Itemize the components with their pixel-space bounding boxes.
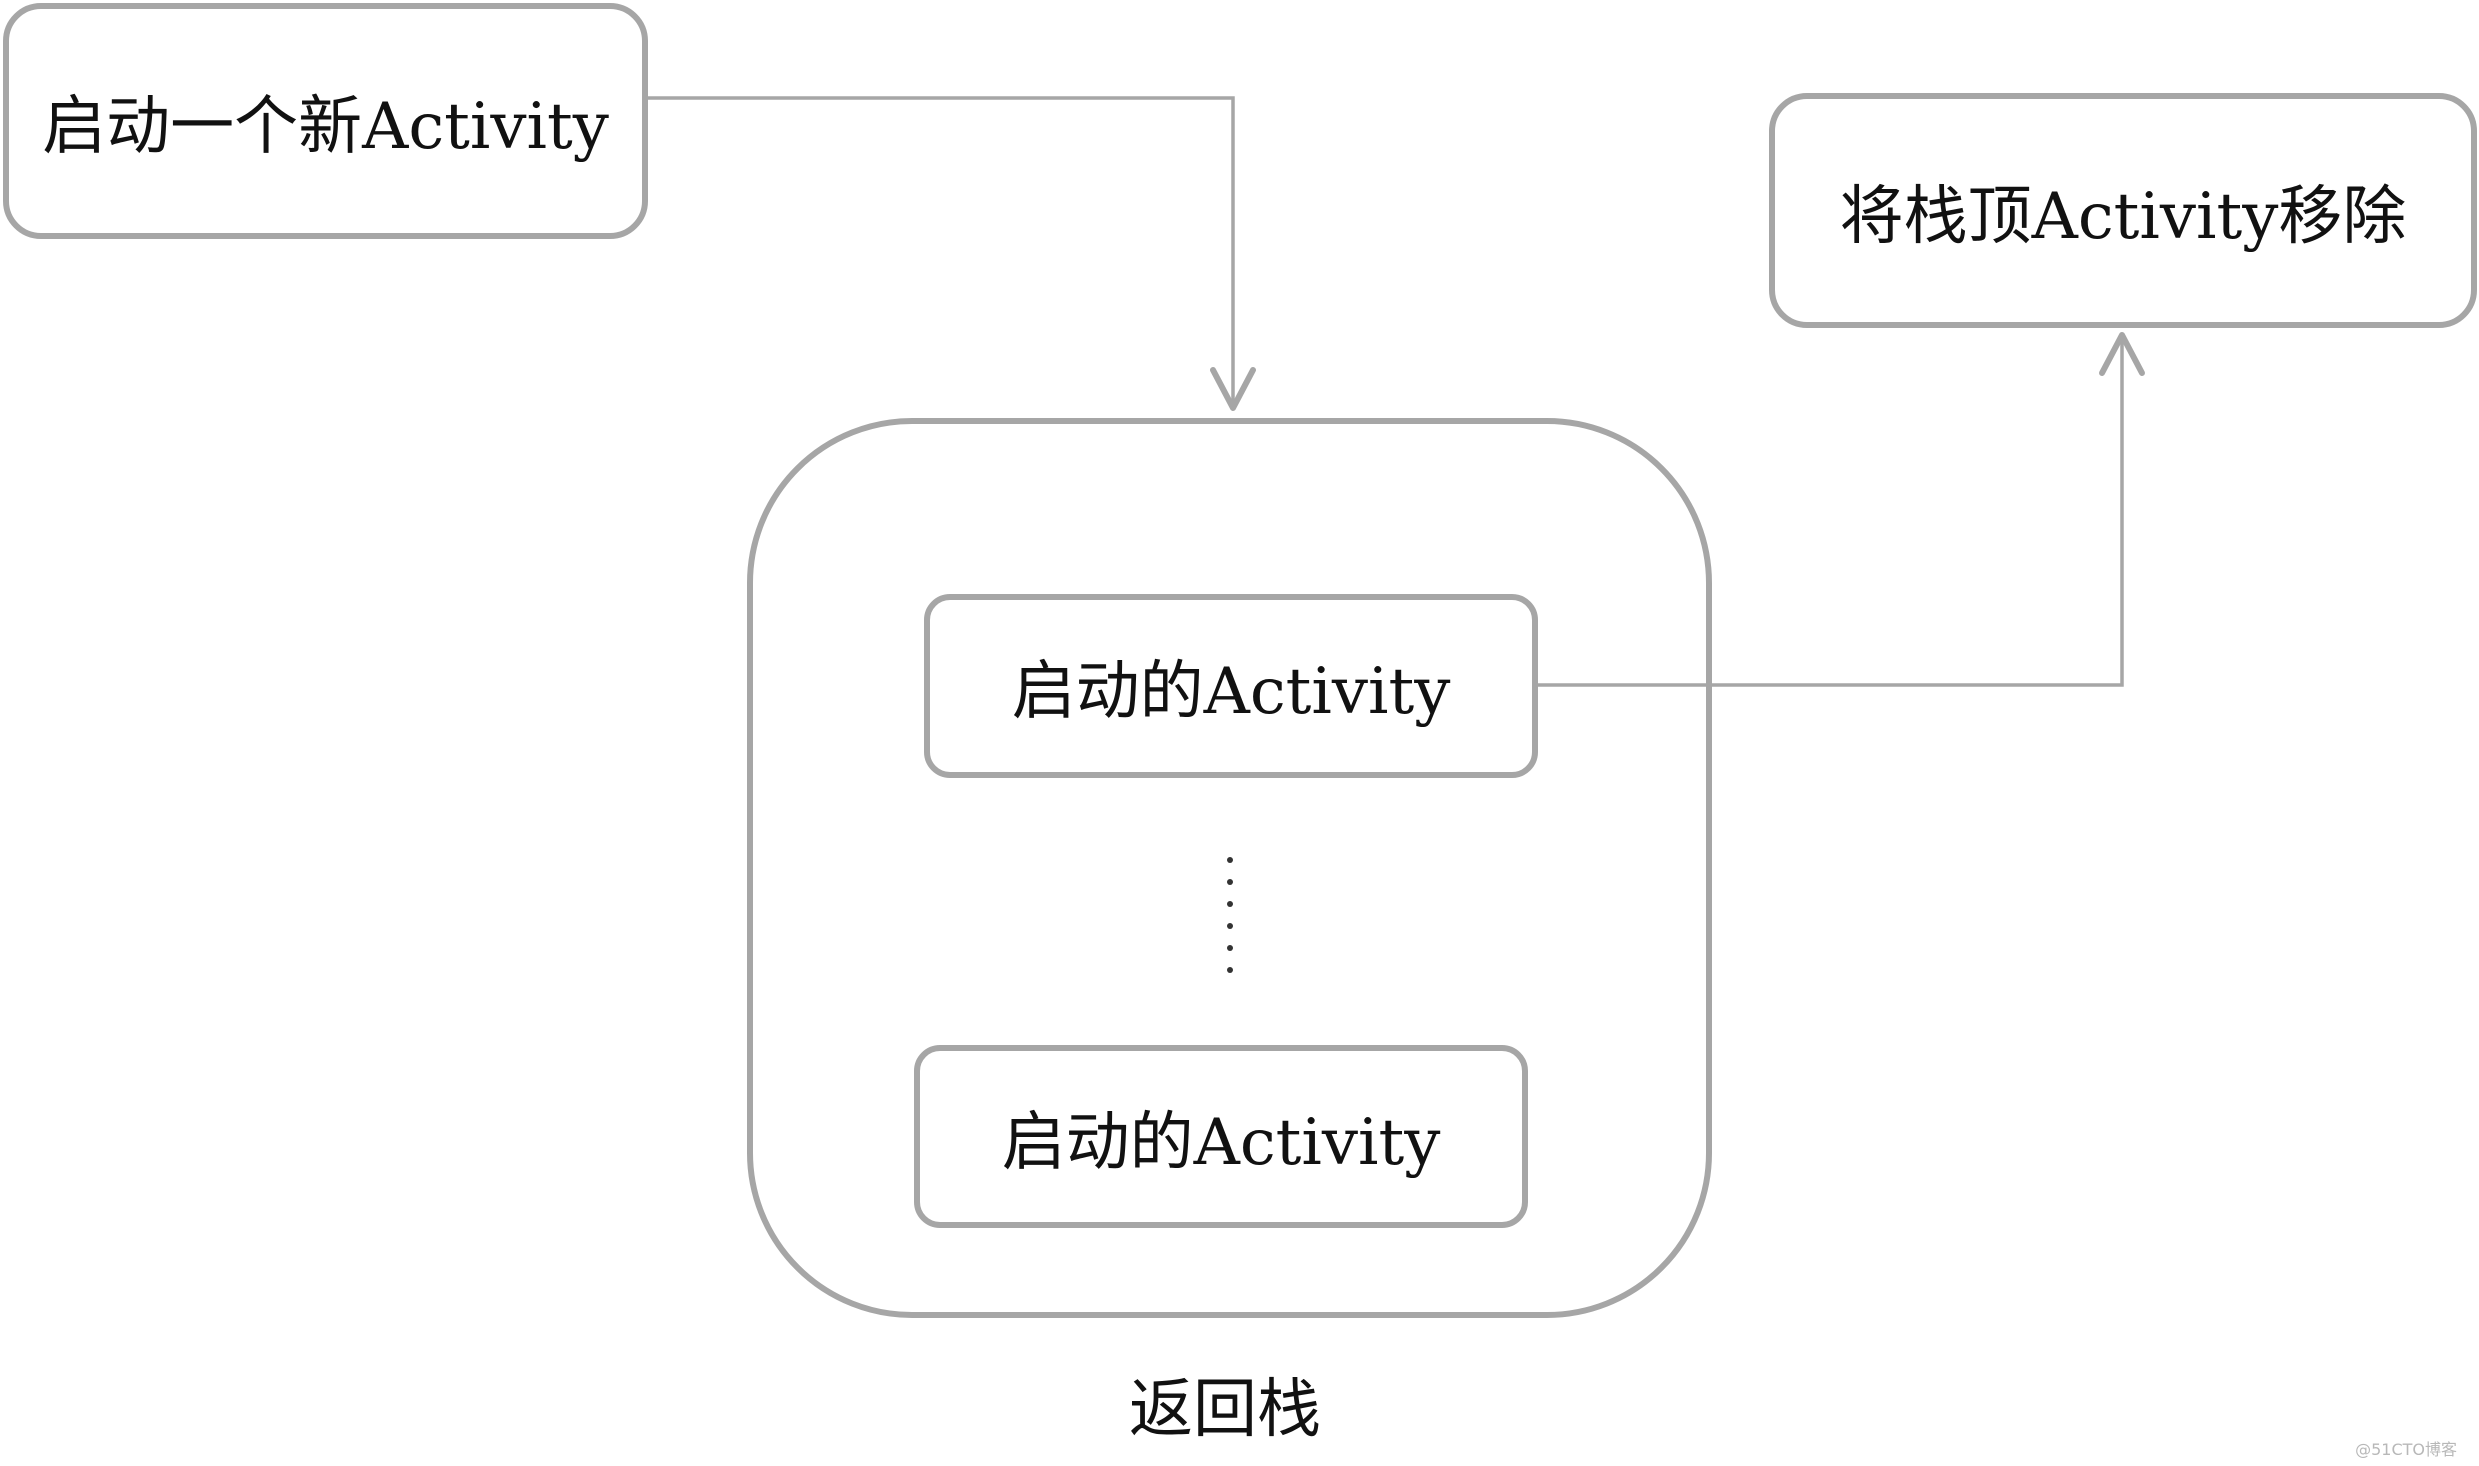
ellipsis-dot	[1227, 967, 1233, 973]
ellipsis-dot	[1227, 923, 1233, 929]
stack-bottom-activity-label: 启动的Activity	[1001, 1105, 1441, 1180]
ellipsis-dot	[1227, 901, 1233, 907]
ellipsis-dot	[1227, 879, 1233, 885]
ellipsis-dot	[1227, 945, 1233, 951]
stack-top-activity-label: 启动的Activity	[1011, 655, 1451, 729]
remove-top-activity-node: 将栈顶Activity移除	[1769, 93, 2477, 328]
start-new-activity-label: 启动一个新Activity	[42, 90, 609, 164]
ellipsis-dot	[1227, 857, 1233, 863]
arrowhead-down	[1210, 367, 1256, 411]
arrow-start-to-stack	[648, 96, 1235, 408]
arrowhead-up	[2099, 332, 2145, 376]
stack-bottom-activity-node: 启动的Activity	[914, 1045, 1528, 1228]
back-stack-container	[747, 418, 1712, 1318]
start-new-activity-node: 启动一个新Activity	[3, 3, 648, 239]
stack-top-activity-node: 启动的Activity	[924, 594, 1538, 778]
back-stack-label: 返回栈	[1129, 1373, 1321, 1447]
remove-top-activity-label: 将栈顶Activity移除	[1839, 179, 2407, 254]
arrow-top-to-remove	[1538, 335, 2124, 687]
watermark: @51CTO博客	[2355, 1440, 2457, 1459]
